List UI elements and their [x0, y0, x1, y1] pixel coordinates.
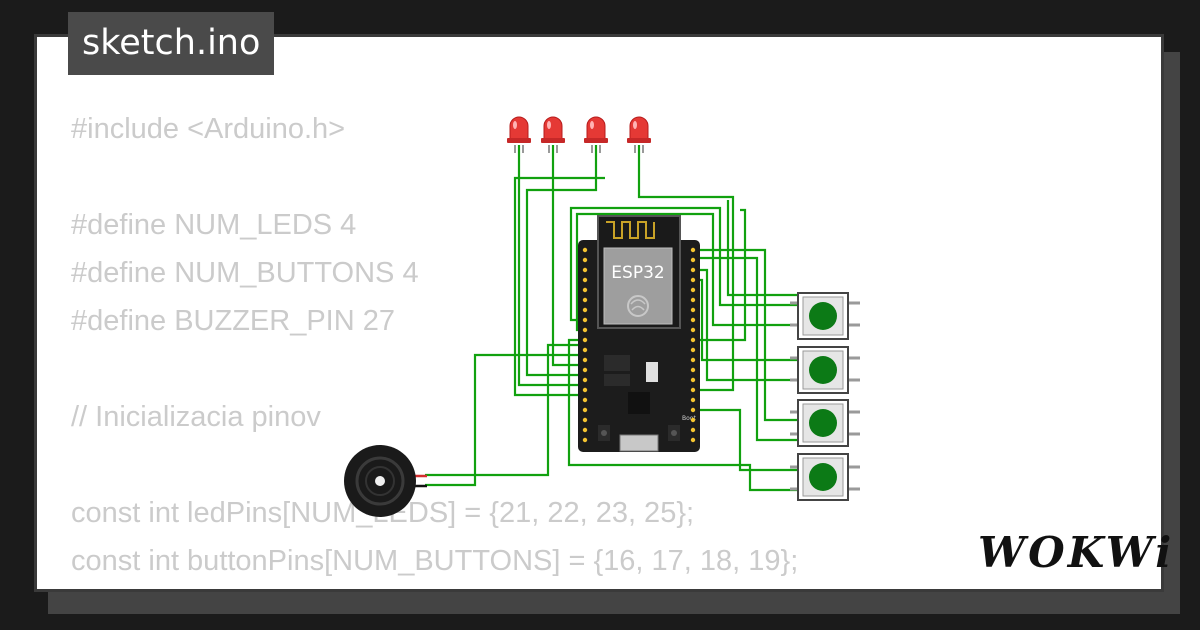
wires [425, 145, 800, 492]
wire [697, 208, 747, 342]
code-line: #define NUM_BUTTONS 4 [71, 257, 419, 289]
led-2[interactable] [541, 116, 565, 153]
wire [425, 343, 583, 477]
led-3[interactable] [584, 116, 608, 153]
board-label: ESP32 [611, 263, 664, 283]
wire [726, 200, 800, 297]
wire [569, 206, 800, 322]
led-1[interactable] [507, 116, 531, 153]
wire [697, 408, 800, 472]
wokwi-logo: WOKWi [978, 528, 1175, 577]
code-line: #define NUM_LEDS 4 [71, 209, 357, 241]
wire [567, 338, 800, 492]
code-line: #include <Arduino.h> [71, 113, 346, 145]
wire [697, 248, 800, 422]
code-line: const int ledPins[NUM_LEDS] = {21, 22, 2… [71, 497, 695, 529]
file-tab[interactable]: sketch.ino [68, 12, 275, 75]
code-preview: #include <Arduino.h> #define NUM_LEDS 4 … [71, 105, 798, 585]
pushbutton-1[interactable] [790, 292, 860, 340]
wire [525, 145, 598, 377]
wire [551, 145, 583, 367]
code-line: const int buttonPins[NUM_BUTTONS] = {16,… [71, 545, 799, 577]
pushbutton-4[interactable] [790, 453, 860, 501]
pushbutton-3[interactable] [790, 399, 860, 447]
led-4[interactable] [627, 116, 651, 153]
wire [697, 268, 800, 382]
wire [517, 145, 583, 387]
buzzer[interactable] [344, 445, 427, 517]
code-line: #define BUZZER_PIN 27 [71, 305, 395, 337]
pin-header-right [690, 247, 696, 443]
wire [425, 353, 583, 487]
esp32-board[interactable]: ESP32 Boot [578, 215, 700, 452]
code-line: // Inicializacia pinov [71, 401, 321, 433]
wire [637, 145, 735, 392]
pushbutton-2[interactable] [790, 346, 860, 394]
pin-header-left [582, 247, 588, 443]
boot-label: Boot [682, 415, 696, 422]
